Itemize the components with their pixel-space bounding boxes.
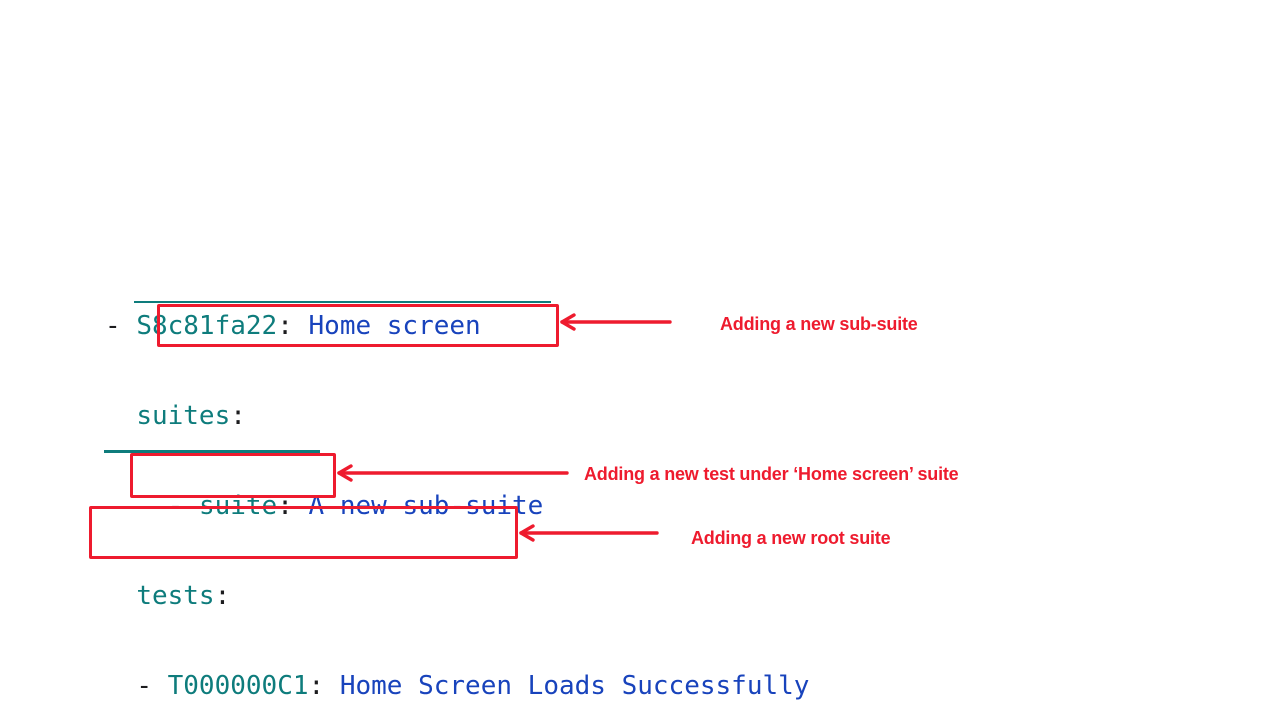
indent <box>105 401 136 431</box>
colon: : <box>214 581 231 611</box>
annotation-label-new-test: Adding a new test under ‘Home screen’ su… <box>584 464 959 484</box>
yaml-key: T000000C1 <box>167 671 309 701</box>
code-line: tests: <box>105 581 809 611</box>
indent <box>105 581 136 611</box>
colon: : <box>308 671 340 701</box>
yaml-code-block: - S8c81fa22: Home screen suites: - suite… <box>105 251 809 720</box>
list-dash: - <box>136 671 168 701</box>
yaml-key: tests <box>136 581 215 611</box>
yaml-value: Home screen <box>308 311 481 341</box>
left-arrow-icon <box>560 313 672 331</box>
left-arrow-icon <box>337 464 569 482</box>
colon: : <box>277 311 309 341</box>
annotation-label-root-suite: Adding a new root suite <box>691 528 891 548</box>
artifact-line <box>134 301 551 303</box>
highlight-box-root-suite <box>89 506 518 559</box>
highlight-box-sub-suite <box>157 304 559 347</box>
list-dash: - <box>105 311 137 341</box>
colon: : <box>230 401 246 431</box>
yaml-key: suites <box>136 401 231 431</box>
annotation-label-sub-suite: Adding a new sub-suite <box>720 314 918 334</box>
code-line: suites: <box>105 401 809 431</box>
yaml-value: Home Screen Loads Successfully <box>339 671 810 701</box>
highlight-box-new-test <box>130 453 336 498</box>
artifact-line <box>104 450 320 453</box>
indent <box>105 671 136 701</box>
left-arrow-icon <box>519 524 659 542</box>
code-line: - T000000C1: Home Screen Loads Successfu… <box>105 671 809 701</box>
